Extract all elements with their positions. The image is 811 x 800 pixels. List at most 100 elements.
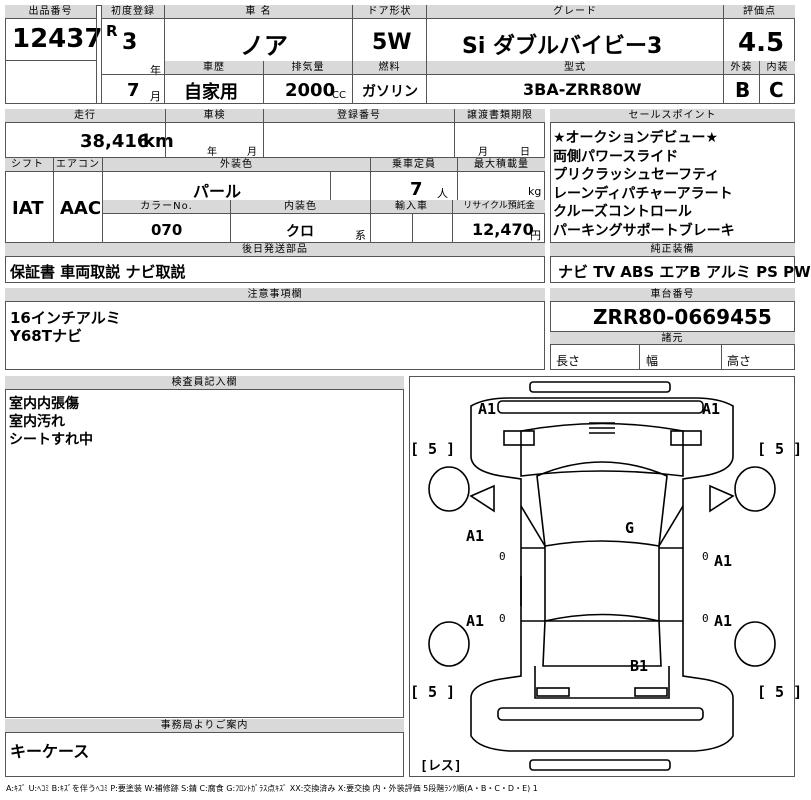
sales-points-header: セールスポイント — [550, 109, 795, 123]
color-no: 070 — [151, 221, 183, 239]
person-unit: 人 — [437, 187, 448, 200]
equipment: ナビ TV ABS エアB アルミ PS PW — [558, 263, 811, 281]
score: 4.5 — [738, 28, 785, 58]
capacity: 7 — [410, 179, 423, 200]
transfer-day-unit: 日 — [520, 147, 530, 158]
color: パール — [193, 182, 242, 201]
car-name-header: 車 名 — [165, 5, 352, 19]
height-label: 高さ — [727, 354, 752, 368]
car-name: ノア — [240, 32, 288, 60]
tire-mark: [ 5 ] — [410, 440, 456, 458]
cc-unit: CC — [332, 90, 346, 101]
width-label: 幅 — [646, 354, 659, 368]
int-color-suffix: 系 — [355, 229, 366, 242]
damage-mark: A1 — [478, 400, 497, 418]
era: R — [106, 22, 118, 40]
tire-mark: [ 5 ] — [757, 683, 803, 701]
damage-mark: A1 — [714, 552, 733, 570]
panel-mark: 0 — [702, 612, 709, 625]
sales-point-item: プリクラッシュセーフティ — [553, 167, 720, 183]
panel-mark: 0 — [499, 550, 506, 563]
equipment-header: 純正装備 — [550, 243, 795, 257]
grade: Si ダブルバイビー3 — [462, 34, 663, 59]
int-score: C — [769, 78, 784, 102]
damage-mark: A1 — [466, 612, 485, 630]
legend: A:ｷｽﾞ U:ﾍｺﾐ B:ｷｽﾞを伴うﾍｺﾐ P:要塗装 W:補修跡 S:錆 … — [6, 784, 538, 793]
insp-month-unit: 月 — [247, 147, 257, 158]
history-header: 車歴 — [165, 61, 263, 75]
lot-no: 12437 — [12, 24, 103, 54]
damage-mark: A1 — [714, 612, 733, 630]
score-header: 評価点 — [724, 5, 795, 19]
reg-no-header: 登録番号 — [264, 109, 454, 123]
import-header: 輸入車 — [371, 200, 452, 214]
inspector-line: 室内汚れ — [9, 414, 65, 430]
model: 3BA-ZRR80W — [523, 80, 642, 99]
panel-mark: 0 — [499, 612, 506, 625]
capacity-header: 乗車定員 — [371, 158, 457, 172]
inspector-header: 検査員記入欄 — [5, 376, 404, 390]
inspection-header: 車検 — [166, 109, 263, 123]
tire-mark: [ 5 ] — [410, 683, 456, 701]
first-reg-header: 初度登録 — [102, 5, 164, 19]
spare-tire-mark: [レス] — [420, 759, 462, 774]
inspector-line: シートすれ中 — [9, 432, 93, 448]
displacement: 2000 — [285, 80, 336, 101]
mileage-header: 走行 — [5, 109, 165, 123]
notes-header: 注意事項欄 — [5, 288, 545, 302]
reg-month: 7 — [127, 80, 140, 101]
later-parts-header: 後日発送部品 — [5, 243, 545, 257]
sales-points-list: ★オークションデビュー★ 両側パワースライド プリクラッシュセーフティ レーンデ… — [553, 129, 735, 240]
note-line: 16インチアルミ — [10, 309, 121, 327]
damage-mark: A1 — [702, 400, 721, 418]
shift: IAT — [12, 198, 44, 219]
mileage: 38,416 — [80, 131, 150, 152]
lot-no-header: 出品番号 — [5, 5, 96, 19]
ext-header: 外装 — [724, 61, 759, 75]
history: 自家用 — [184, 82, 238, 103]
sales-point-item: ★オークションデビュー★ — [553, 130, 719, 146]
int-header: 内装 — [760, 61, 795, 75]
recycle-header: リサイクル預託金 — [453, 200, 545, 214]
length-label: 長さ — [556, 354, 581, 368]
tire-mark: [ 5 ] — [757, 440, 803, 458]
glass-mark: G — [625, 519, 635, 537]
sales-point-item: クルーズコントロール — [553, 204, 692, 220]
km-unit: km — [143, 131, 174, 152]
ac-header: エアコン — [54, 158, 102, 172]
int-color-header: 内装色 — [231, 200, 370, 214]
color-header: 外装色 — [103, 158, 370, 172]
color-no-header: カラーNo. — [103, 200, 230, 214]
model-header: 型式 — [427, 61, 723, 75]
ext-score: B — [735, 78, 751, 102]
door: 5W — [372, 30, 412, 55]
damage-mark: A1 — [466, 527, 485, 545]
shift-header: シフト — [5, 158, 53, 172]
insp-year-unit: 年 — [207, 147, 217, 158]
dims-header: 諸元 — [550, 331, 795, 345]
grade-header: グレード — [427, 5, 723, 19]
sales-point-item: パーキングサポートブレーキ — [553, 222, 735, 239]
car-diagram-box — [409, 376, 795, 777]
transfer-month-unit: 月 — [478, 147, 488, 158]
kg-unit: kg — [528, 185, 542, 198]
ac: AAC — [60, 198, 102, 219]
note-line: Y68Tナビ — [10, 327, 82, 345]
chassis-header: 車台番号 — [550, 288, 795, 302]
sales-point-item: 両側パワースライド — [553, 148, 679, 165]
fuel: ガソリン — [362, 84, 418, 100]
car-body-diagram — [428, 381, 776, 771]
yen-unit: 円 — [530, 229, 541, 242]
damage-mark: B1 — [630, 657, 649, 675]
panel-mark: 0 — [702, 550, 709, 563]
door-header: ドア形状 — [353, 5, 426, 19]
year-unit: 年 — [150, 64, 161, 77]
transfer-header: 譲渡書類期限 — [455, 109, 545, 123]
chassis-number: ZRR80-0669455 — [593, 305, 772, 329]
office-value: キーケース — [10, 742, 90, 761]
maxload-header: 最大積載量 — [458, 158, 545, 172]
month-unit: 月 — [150, 90, 161, 103]
office-header: 事務局よりご案内 — [5, 719, 404, 733]
inspector-line: 室内内張傷 — [9, 396, 79, 412]
recycle: 12,470 — [472, 220, 534, 239]
